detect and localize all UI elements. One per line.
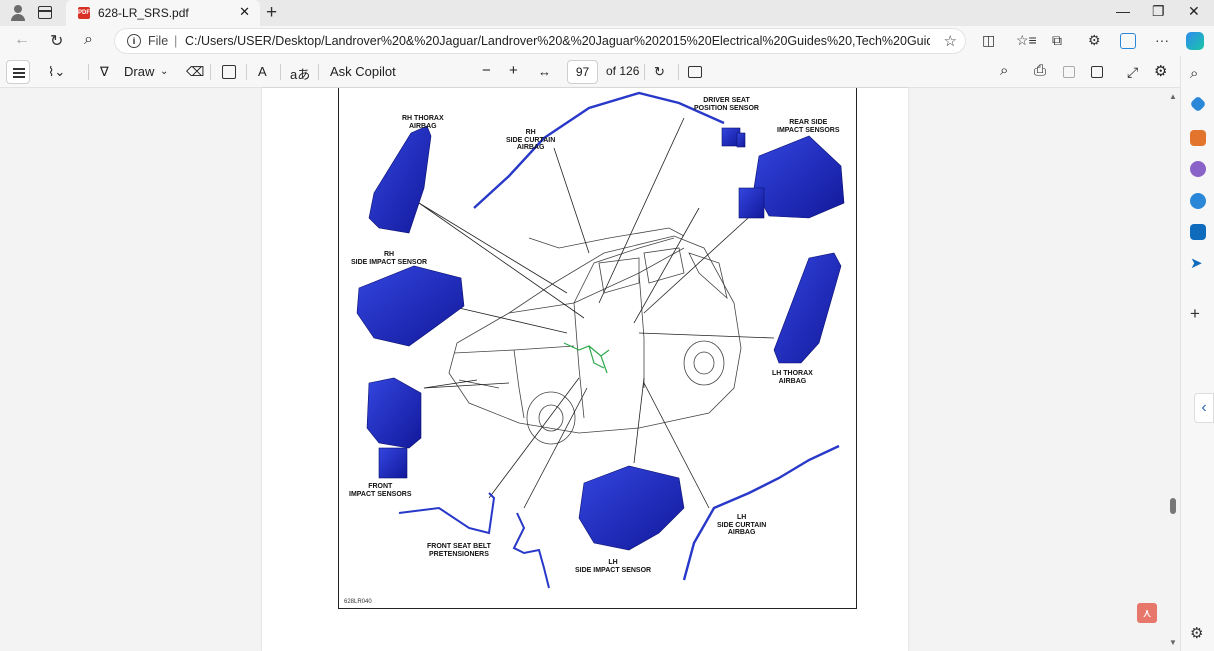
close-window-button[interactable]: ✕ — [1188, 3, 1200, 19]
component-rh-side-curtain-airbag — [473, 91, 725, 209]
address-separator: | — [174, 33, 178, 48]
sidebar-persona-icon[interactable] — [1190, 161, 1206, 177]
page-view-icon[interactable] — [688, 66, 702, 78]
srs-component-diagram: DRIVER SEAT POSITION SENSOR REAR SIDE IM… — [338, 88, 857, 609]
component-front-impact-sensors — [366, 377, 422, 479]
favorite-star-icon[interactable]: ☆ — [943, 33, 957, 50]
draw-dropdown-icon[interactable]: ⌄ — [160, 66, 169, 77]
component-driver-seat-position-sensor — [721, 127, 746, 148]
component-rh-side-impact-sensor — [356, 265, 465, 347]
sidebar-send-icon[interactable]: ➤ — [1190, 255, 1203, 272]
scroll-thumb[interactable] — [1170, 498, 1176, 514]
rotate-icon[interactable]: ↻ — [654, 64, 665, 79]
label-rh-side-curtain-airbag: RH SIDE CURTAIN AIRBAG — [506, 129, 556, 151]
figure-reference: 628LR040 — [344, 599, 372, 605]
label-lh-side-impact-sensor: LH SIDE IMPACT SENSOR — [575, 559, 652, 574]
diagram-drawing — [356, 91, 845, 589]
component-lh-side-impact-sensor — [578, 465, 685, 551]
label-driver-seat-position-sensor: DRIVER SEAT POSITION SENSOR — [694, 97, 759, 112]
sidebar-outlook-icon[interactable] — [1190, 224, 1206, 240]
navigation-bar: ← ↻ ⌕ i File | C:/Users/USER/Desktop/Lan… — [0, 26, 1214, 56]
edge-feature-icon[interactable] — [1120, 33, 1136, 49]
text-box-icon[interactable] — [222, 65, 236, 79]
page-total: of 126 — [606, 64, 640, 78]
new-tab-button[interactable]: + — [266, 2, 278, 23]
draw-icon[interactable]: ∇ — [100, 64, 109, 79]
zoom-in-button[interactable]: + — [509, 62, 518, 79]
address-bar[interactable]: i File | C:/Users/USER/Desktop/Landrover… — [114, 28, 966, 54]
split-screen-icon[interactable]: ◫ — [982, 32, 996, 48]
leader-lines — [418, 117, 775, 509]
search-icon[interactable]: ⌕ — [84, 31, 93, 48]
collections-icon[interactable]: ⧉ — [1052, 32, 1062, 48]
tab-close-icon[interactable]: ✕ — [239, 4, 250, 19]
scroll-up-icon[interactable]: ▲ — [1169, 92, 1177, 101]
acrobat-icon[interactable]: ⋏ — [1137, 603, 1157, 623]
highlight-icon[interactable]: ⌇⌄ — [48, 64, 66, 79]
component-rear-side-impact-sensors — [738, 135, 845, 219]
save-icon[interactable] — [1063, 66, 1075, 78]
zoom-out-button[interactable]: − — [482, 62, 491, 79]
component-rh-thorax-airbag — [368, 125, 432, 234]
profile-icon[interactable] — [8, 4, 30, 22]
sidebar-add-icon[interactable]: + — [1190, 304, 1200, 323]
label-rh-thorax-airbag: RH THORAX AIRBAG — [402, 115, 444, 130]
back-button[interactable]: ← — [14, 31, 30, 48]
tab-actions-icon[interactable] — [38, 6, 52, 19]
sidebar-collapse-icon[interactable]: ‹ — [1194, 393, 1214, 423]
wiring-harness — [563, 342, 610, 374]
address-protocol: File — [148, 34, 169, 48]
sidebar-settings-icon[interactable]: ⚙ — [1190, 625, 1204, 642]
pdf-viewer[interactable]: DRIVER SEAT POSITION SENSOR REAR SIDE IM… — [0, 88, 1180, 651]
label-rh-side-impact-sensor: RH SIDE IMPACT SENSOR — [351, 251, 428, 266]
sidebar-tag-icon[interactable] — [1189, 95, 1207, 113]
address-url[interactable]: C:/Users/USER/Desktop/Landrover%20&%20Ja… — [185, 34, 930, 48]
vertical-scrollbar[interactable]: ▲ ▼ — [1166, 88, 1180, 651]
translate-icon[interactable]: aあ — [290, 67, 311, 82]
sidebar-m365-icon[interactable] — [1190, 193, 1206, 209]
vehicle-wheels — [526, 340, 725, 445]
extensions-icon[interactable]: ⚙ — [1088, 32, 1101, 48]
refresh-button[interactable]: ↻ — [50, 33, 64, 50]
draw-button[interactable]: Draw — [124, 64, 155, 79]
component-lh-side-curtain-airbag — [682, 444, 840, 581]
save-as-icon[interactable] — [1091, 66, 1103, 78]
fullscreen-icon[interactable]: ⤢ — [1127, 64, 1139, 80]
read-aloud-icon[interactable]: A — [258, 64, 267, 79]
copilot-icon[interactable] — [1186, 32, 1204, 50]
tab-pdf[interactable]: PDF 628-LR_SRS.pdf ✕ — [66, 0, 260, 26]
vehicle-outline — [448, 227, 742, 434]
info-icon[interactable]: i — [127, 34, 141, 48]
title-bar: PDF 628-LR_SRS.pdf ✕ + — ❐ ✕ — [0, 0, 1214, 26]
component-lh-thorax-airbag — [773, 252, 842, 364]
pdf-search-icon[interactable]: ⌕ — [1000, 62, 1009, 79]
favorites-icon[interactable]: ☆≡ — [1016, 32, 1037, 48]
pdf-toolbar: ⌇⌄ ∇ Draw ⌄ ⌫ A aあ Ask Copilot − + ↔ 97 … — [0, 56, 1180, 88]
edge-sidebar: ⌕ ➤ + ⚙ — [1180, 56, 1214, 651]
sidebar-search-icon[interactable]: ⌕ — [1190, 65, 1199, 82]
label-rear-side-impact-sensors: REAR SIDE IMPACT SENSORS — [777, 119, 840, 134]
pdf-settings-icon[interactable]: ⚙ — [1154, 63, 1168, 80]
label-front-seat-belt-pretensioners: FRONT SEAT BELT PRETENSIONERS — [427, 543, 491, 558]
label-lh-thorax-airbag: LH THORAX AIRBAG — [772, 370, 813, 385]
page-number-input[interactable]: 97 — [567, 60, 598, 84]
scroll-down-icon[interactable]: ▼ — [1169, 638, 1177, 647]
table-of-contents-button[interactable] — [6, 60, 30, 84]
erase-icon[interactable]: ⌫ — [186, 64, 205, 79]
fit-width-icon[interactable]: ↔ — [538, 64, 551, 79]
pdf-file-icon: PDF — [78, 7, 90, 19]
label-lh-side-curtain-airbag: LH SIDE CURTAIN AIRBAG — [717, 514, 767, 536]
restore-button[interactable]: ❐ — [1152, 3, 1165, 19]
component-front-seat-belt-pretensioners — [398, 492, 550, 589]
more-menu-icon[interactable]: ··· — [1155, 32, 1169, 48]
label-front-impact-sensors: FRONT IMPACT SENSORS — [349, 483, 412, 498]
print-icon[interactable]: ⎙ — [1034, 62, 1047, 79]
sidebar-tools-icon[interactable] — [1190, 130, 1206, 146]
tab-title: 628-LR_SRS.pdf — [98, 6, 189, 20]
ask-copilot-button[interactable]: Ask Copilot — [330, 64, 396, 79]
minimize-button[interactable]: — — [1116, 3, 1130, 19]
pdf-page: DRIVER SEAT POSITION SENSOR REAR SIDE IM… — [262, 88, 908, 651]
